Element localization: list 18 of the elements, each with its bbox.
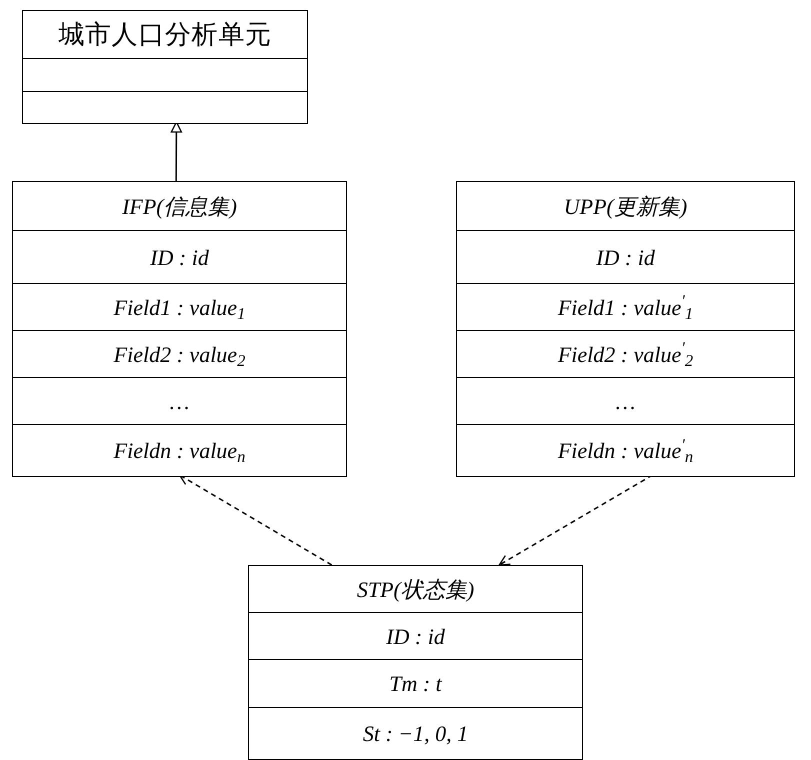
class-name: 城市人口分析单元 — [58, 19, 272, 51]
class-box — [22, 10, 308, 124]
class-box — [248, 565, 583, 760]
attribute-text: ID : id — [150, 244, 209, 272]
class-name: UPP(更新集) — [564, 192, 688, 221]
attribute-text: Field2 : value$_{2}$ — [114, 340, 246, 370]
attribute-text: Field1 : value$_{1}$ — [114, 294, 246, 324]
class-name: STP(状态集) — [356, 576, 474, 604]
attribute-text: ID : id — [386, 622, 445, 650]
attribute-text: ID : id — [596, 244, 655, 272]
attribute-text: Fieldn : value$_{n}$ — [114, 437, 246, 467]
attribute-text: … — [616, 388, 636, 416]
class-box — [12, 181, 347, 477]
attribute-text: St : −1, 0, 1 — [362, 720, 468, 748]
attribute-text: Tm : t — [389, 670, 442, 698]
class-name: IFP(信息集) — [122, 192, 237, 221]
attribute-text: … — [170, 388, 190, 416]
class-box — [456, 181, 795, 477]
